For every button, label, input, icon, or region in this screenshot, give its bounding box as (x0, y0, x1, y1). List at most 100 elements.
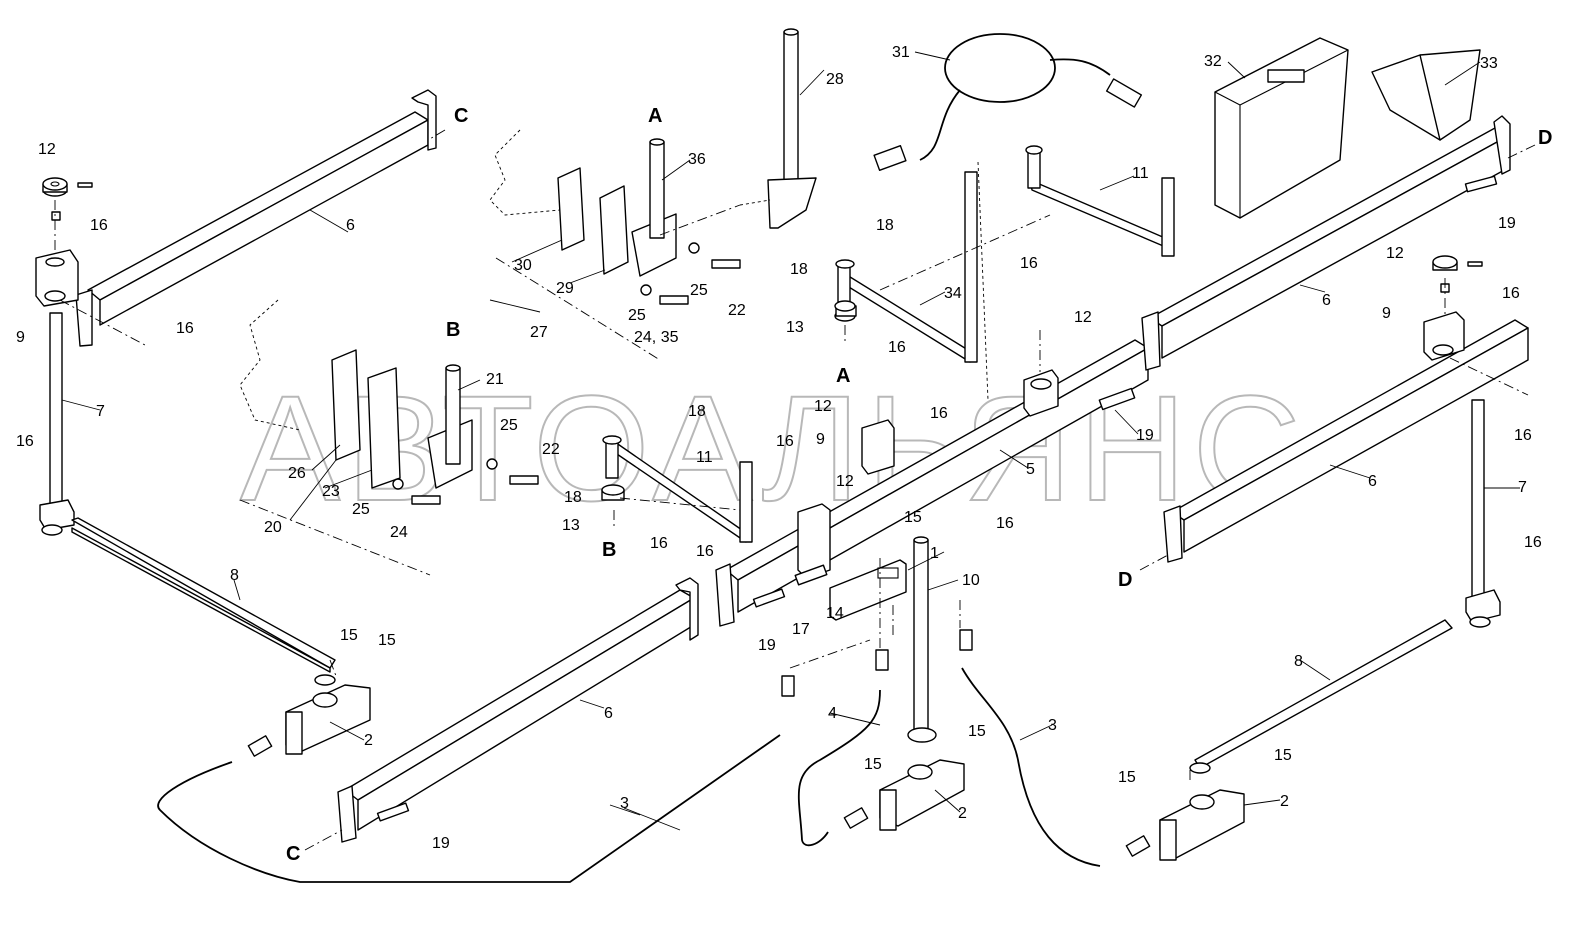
callout-16-right-top: 16 (1502, 285, 1520, 302)
callout-22-b: 22 (542, 441, 560, 458)
callout-16-center: 16 (930, 405, 948, 422)
callout-6-bottom: 6 (604, 705, 613, 722)
knob-12-right (1432, 255, 1483, 293)
callout-2-right: 2 (1280, 793, 1289, 810)
callout-20: 20 (264, 519, 282, 536)
callout-15-right2: 15 (1118, 769, 1136, 786)
callout-18-top2: 18 (790, 261, 808, 278)
rod-8-right (1194, 619, 1453, 769)
upright-7-left (35, 249, 79, 536)
callout-16-left-beam: 16 (176, 320, 194, 337)
callout-13-top: 13 (786, 319, 804, 336)
callout-19-left: 19 (432, 835, 450, 852)
callout-9-right: 9 (1382, 305, 1391, 322)
callout-16-right-low: 16 (1524, 534, 1542, 551)
view-letter-b-bottom: B (602, 539, 616, 561)
cable-3-right (961, 667, 1101, 867)
callout-32: 32 (1204, 53, 1222, 70)
watermark: АВТОАЛЬЯНС (240, 364, 1307, 532)
callout-12-right: 12 (1386, 245, 1404, 262)
callout-25-b: 25 (628, 307, 646, 324)
callout-12-lower: 12 (836, 473, 854, 490)
upright-7-right (1423, 311, 1501, 628)
callouts: 1 2 2 2 3 3 4 5 6 6 6 6 7 7 8 8 9 9 9 10… (16, 44, 1542, 852)
callout-16-mid: 16 (650, 535, 668, 552)
view-letter-d-top: D (1538, 127, 1552, 149)
vehicle-outline (239, 129, 561, 431)
callout-16-right-mid: 16 (1514, 427, 1532, 444)
callout-11-top: 11 (1132, 165, 1149, 182)
stand-11-mid (601, 435, 753, 543)
construction-lines (54, 129, 1536, 851)
callout-6-right-mid: 6 (1368, 473, 1377, 490)
callout-17: 17 (792, 621, 810, 638)
cable-plugs (247, 629, 1151, 857)
leader-lines (61, 51, 1520, 831)
view-letters: A A B B C C D D (286, 105, 1552, 865)
callout-5: 5 (1026, 461, 1035, 478)
mount-b (331, 349, 539, 505)
callout-15-right: 15 (1274, 747, 1292, 764)
callout-18-top: 18 (876, 217, 894, 234)
sensor-2-left (285, 674, 371, 755)
callout-9-center: 9 (816, 431, 825, 448)
callout-8-left: 8 (230, 567, 239, 584)
callout-2-left: 2 (364, 732, 373, 749)
callout-24-a: 24 (390, 524, 408, 541)
cable-4 (797, 689, 881, 847)
sensor-2-center (879, 759, 965, 831)
callout-9-left: 9 (16, 329, 25, 346)
view-letter-c-bottom: C (286, 843, 300, 865)
mount-a (557, 138, 741, 305)
callout-11-mid: 11 (696, 449, 713, 466)
callout-12-beam: 12 (1074, 309, 1092, 326)
cable-3-left (157, 734, 781, 883)
manual-33 (1371, 49, 1481, 141)
view-letter-b-top: B (446, 319, 460, 341)
callout-6-top-left: 6 (346, 217, 355, 234)
callout-14: 14 (826, 605, 844, 622)
callout-23: 23 (322, 483, 340, 500)
beam-6-right-mid (1163, 319, 1529, 563)
callout-18-mid: 18 (688, 403, 706, 420)
callout-7-left: 7 (96, 403, 105, 420)
view-letter-a-top: A (648, 105, 662, 127)
knob-12-left (42, 177, 93, 221)
callout-22-a: 22 (728, 302, 746, 319)
beam-6-top-left (75, 89, 437, 347)
callout-15-center: 15 (864, 756, 882, 773)
stand-11-top (1025, 145, 1175, 257)
view-letter-d-bottom: D (1118, 569, 1132, 591)
callout-26: 26 (288, 465, 306, 482)
callout-16-left-low: 16 (16, 433, 34, 450)
callout-28: 28 (826, 71, 844, 88)
callout-15-display: 15 (904, 509, 922, 526)
callout-30: 30 (514, 257, 532, 274)
callout-16-top: 16 (1020, 255, 1038, 272)
display-unit-14 (829, 559, 907, 621)
callout-4: 4 (828, 705, 837, 722)
callout-3-right: 3 (1048, 717, 1057, 734)
callout-16-stand: 16 (888, 339, 906, 356)
callout-8-right: 8 (1294, 653, 1303, 670)
callout-16-clamp: 16 (776, 433, 794, 450)
callout-33: 33 (1480, 55, 1498, 72)
callout-25-a: 25 (690, 282, 708, 299)
callout-25-d: 25 (352, 501, 370, 518)
callout-25-c: 25 (500, 417, 518, 434)
beam-6-top-right (1141, 115, 1511, 371)
case-32 (1214, 37, 1349, 219)
callout-2-center: 2 (958, 805, 967, 822)
callout-15-left2: 15 (340, 627, 358, 644)
callout-24-35: 24, 35 (634, 329, 679, 346)
callout-16-beam: 16 (996, 515, 1014, 532)
callout-19-center: 19 (1136, 427, 1154, 444)
beam-6-bottom (337, 577, 699, 843)
callout-7-right: 7 (1518, 479, 1527, 496)
cable-31 (873, 33, 1143, 172)
rod-10-center (907, 536, 937, 743)
callout-19-bottom: 19 (758, 637, 776, 654)
callout-12-left: 12 (38, 141, 56, 158)
callout-3-left: 3 (620, 795, 629, 812)
